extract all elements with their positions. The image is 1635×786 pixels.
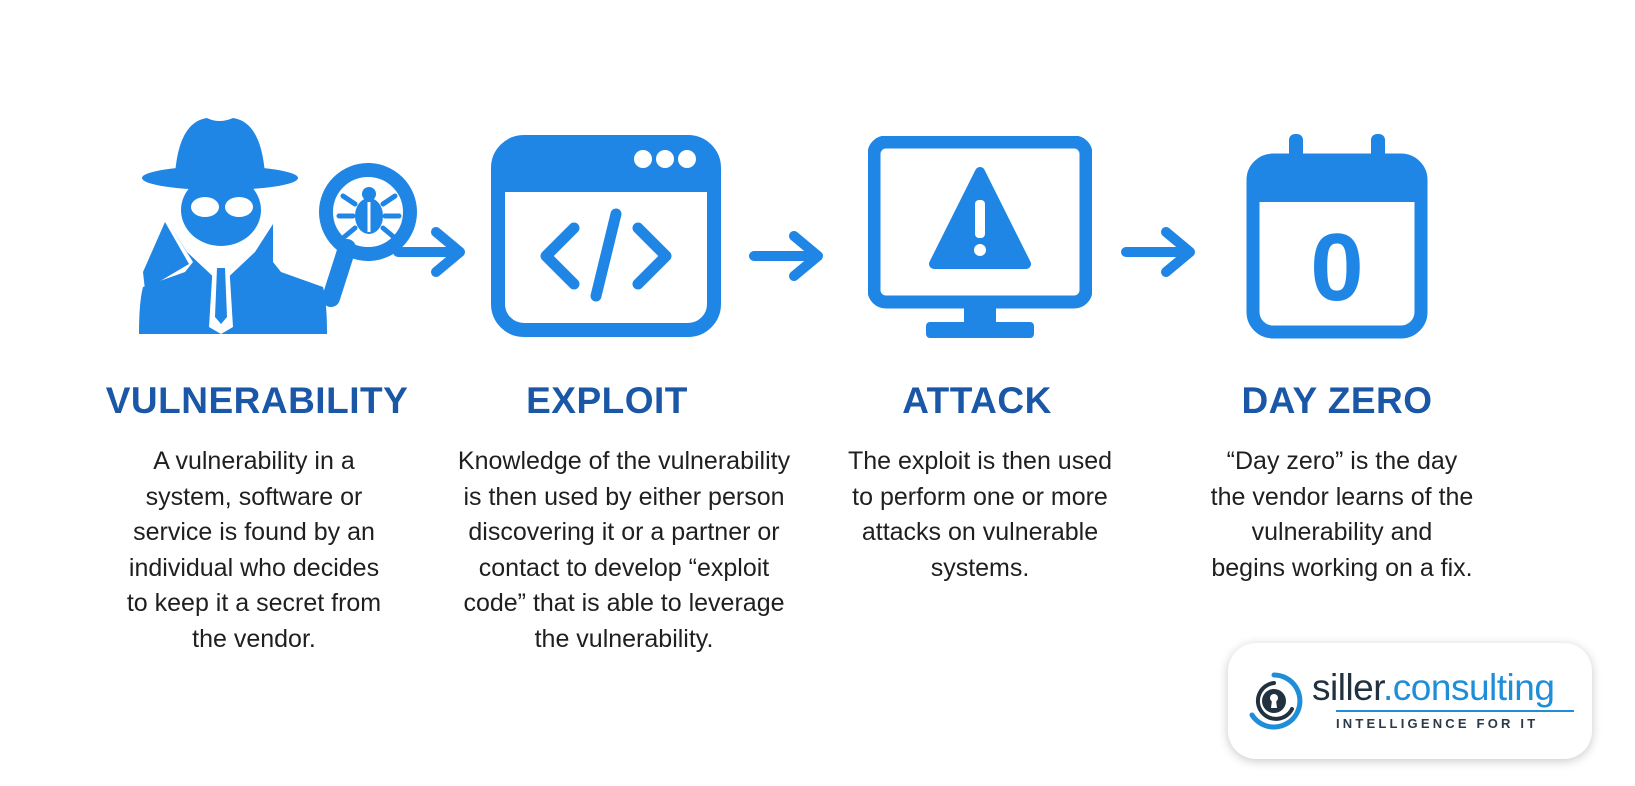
calendar-zero-icon: 0 <box>1246 134 1428 339</box>
step-title-day-zero: DAY ZERO <box>1241 380 1433 421</box>
step-title-vulnerability: VULNERABILITY <box>105 380 409 421</box>
step-description-vulnerability: A vulnerability in a system, software or… <box>126 447 382 653</box>
spy-with-magnifier-bug-icon <box>139 118 417 334</box>
step-description-exploit: Knowledge of the vulnerability is then u… <box>457 447 791 653</box>
keyhole-logo-icon <box>1249 672 1303 730</box>
step-title-attack: ATTACK <box>902 380 1052 421</box>
siller-consulting-logo: siller.consulting INTELLIGENCE FOR IT <box>1228 643 1592 759</box>
step-description-attack: The exploit is then used to perform one … <box>847 447 1113 582</box>
step-title-exploit: EXPLOIT <box>526 380 688 421</box>
arrow-right-icon <box>393 227 465 277</box>
logo-tagline: INTELLIGENCE FOR IT <box>1336 716 1539 731</box>
browser-code-icon <box>491 135 721 337</box>
monitor-warning-icon <box>868 136 1092 338</box>
logo-wordmark: siller.consulting <box>1312 667 1555 708</box>
calendar-number: 0 <box>1310 214 1363 321</box>
arrow-right-icon <box>1121 227 1195 277</box>
logo-divider <box>1336 710 1574 712</box>
step-description-day-zero: “Day zero” is the day the vendor learns … <box>1210 447 1474 582</box>
arrow-right-icon <box>749 231 823 281</box>
